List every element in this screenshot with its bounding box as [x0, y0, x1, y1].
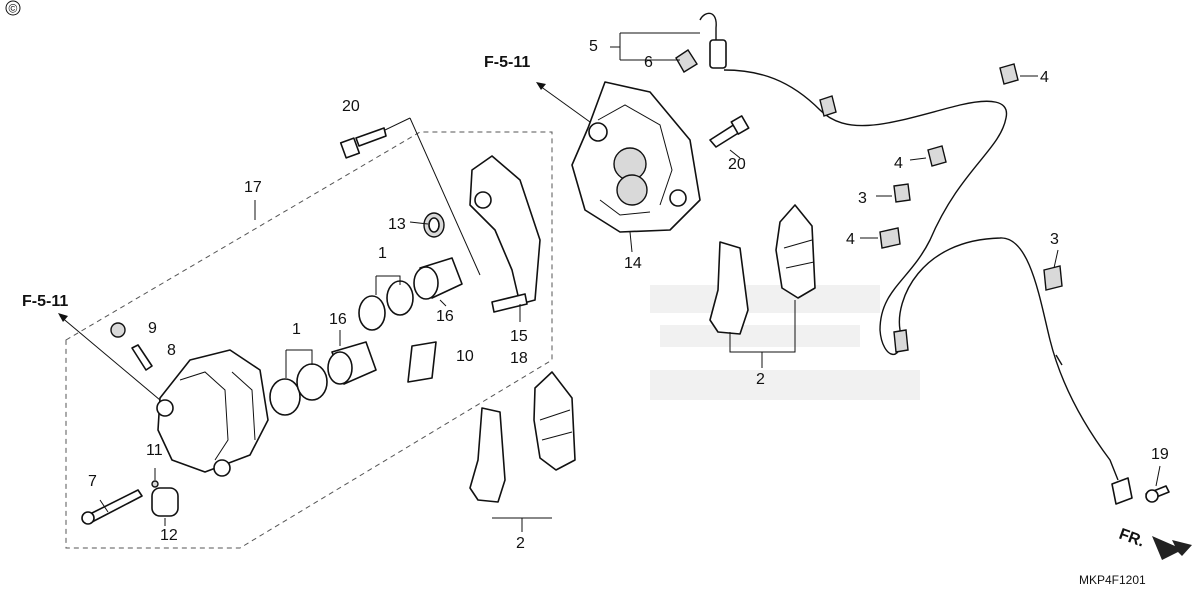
bleeder-valve-8 — [131, 344, 153, 371]
oring-11 — [151, 480, 159, 488]
front-direction-arrow: FR. — [1117, 526, 1192, 560]
callout-11: 11 — [146, 442, 163, 459]
callout-19: 19 — [1151, 446, 1169, 463]
caliper-body-14 — [571, 81, 701, 233]
callout-3-upper: 3 — [858, 190, 867, 207]
seal-rings-lower — [269, 363, 328, 416]
callout-14: 14 — [624, 255, 642, 272]
copyright-symbol: © — [9, 2, 18, 16]
callout-20-right: 20 — [728, 156, 746, 173]
callout-16-lower: 16 — [329, 311, 347, 328]
callout-20-left: 20 — [342, 98, 360, 115]
reference-arrow-left — [58, 313, 68, 322]
callout-6: 6 — [644, 54, 653, 71]
callout-10: 10 — [456, 348, 474, 365]
connector-clip-6 — [675, 49, 698, 73]
piston-16-upper — [413, 257, 463, 300]
bolt-19 — [1145, 485, 1170, 503]
callout-4-middle: 4 — [894, 155, 903, 172]
boot-13 — [423, 212, 445, 238]
caliper-bracket-15 — [469, 155, 541, 313]
pad-spring-10 — [407, 341, 437, 383]
reference-label-left: F-5-11 — [22, 293, 68, 310]
callout-13: 13 — [388, 216, 406, 233]
piston-16-lower — [327, 341, 377, 385]
callout-3-right: 3 — [1050, 231, 1059, 248]
callout-4-top: 4 — [1040, 69, 1049, 86]
copyright-mark: © — [5, 0, 21, 16]
seal-rings-upper — [358, 280, 414, 331]
callout-1-lower: 1 — [292, 321, 301, 338]
callout-2-lower: 2 — [516, 535, 525, 552]
callout-12: 12 — [160, 527, 178, 544]
caliper-group-outline — [65, 131, 553, 549]
reference-arrow-top — [536, 82, 546, 90]
pin-bolt-7 — [81, 489, 143, 525]
watermark-pattern — [650, 285, 920, 400]
callout-8: 8 — [167, 342, 176, 359]
speed-sensor-harness — [699, 12, 1133, 505]
callout-5: 5 — [589, 38, 598, 55]
bolt-20-right — [709, 115, 750, 148]
brake-pad-set-upper — [709, 204, 816, 335]
front-direction-label: FR. — [1117, 526, 1147, 551]
bolt-20-left — [339, 127, 387, 159]
brake-pad-set-lower — [469, 371, 576, 503]
callout-1-upper: 1 — [378, 245, 387, 262]
callout-17: 17 — [244, 179, 262, 196]
callout-7: 7 — [88, 473, 97, 490]
callout-16-upper: 16 — [436, 308, 454, 325]
reference-label-top: F-5-11 — [484, 54, 530, 71]
callout-15: 15 — [510, 328, 528, 345]
callout-2-upper: 2 — [756, 371, 765, 388]
leader-lines — [59, 32, 1161, 532]
callout-18: 18 — [510, 350, 528, 367]
callout-4-lower: 4 — [846, 231, 855, 248]
pin-12 — [151, 487, 179, 517]
caliper-body-left — [156, 349, 269, 477]
bleeder-cap-9 — [110, 322, 126, 338]
callout-9: 9 — [148, 320, 157, 337]
diagram-code: MKP4F1201 — [1079, 573, 1146, 587]
